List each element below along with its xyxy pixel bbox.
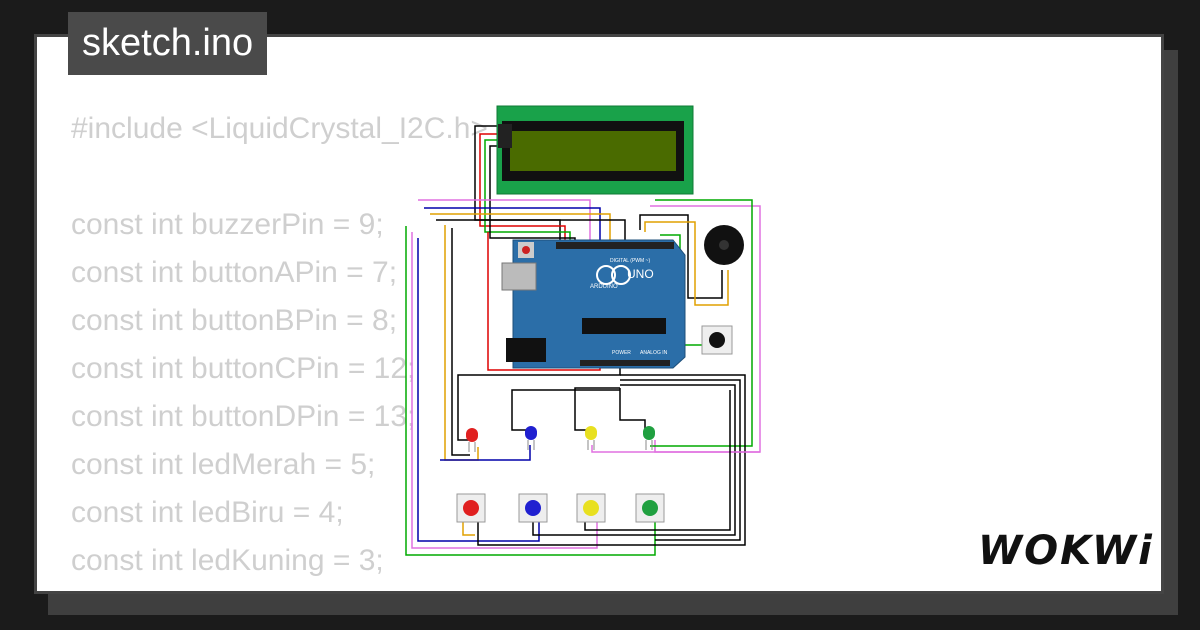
- wire-led-green-gnd: [619, 388, 646, 430]
- lcd-i2c-header: [498, 124, 512, 148]
- digital-label: DIGITAL (PWM ~): [610, 258, 650, 264]
- wire-lcd-sda: [484, 139, 571, 243]
- pushbutton-yellow: [576, 493, 606, 523]
- code-line: const int buttonBPin = 8;: [71, 304, 398, 337]
- arduino-logo-left: [596, 265, 616, 285]
- wokwi-logo[interactable]: WOKWi: [978, 528, 1154, 574]
- pushbutton-green-cap: [642, 500, 658, 516]
- wire-gnd-rail-1: [457, 360, 621, 441]
- power-analog-header: [580, 360, 670, 366]
- wire-pink: [418, 199, 591, 243]
- wire-pink-btn: [411, 232, 598, 549]
- code-line: const int buttonAPin = 7;: [71, 256, 398, 289]
- code-preview: #include <LiquidCrystal_I2C.h> const int…: [71, 105, 488, 591]
- wire-led-blue-gnd: [511, 389, 620, 431]
- wire-black: [436, 219, 626, 243]
- pushbutton-green: [635, 493, 665, 523]
- power-jack: [506, 338, 546, 362]
- arduino-uno: UNO ARDUINO DIGITAL (PWM ~) POWER ANALOG…: [501, 239, 686, 369]
- code-line: const int ledBiru = 4;: [71, 496, 344, 529]
- led-blue: [525, 426, 537, 450]
- wire-gnd-rail-2: [477, 374, 746, 546]
- atmega-chip: [582, 318, 666, 334]
- pushbutton-blue: [518, 493, 548, 523]
- analog-label: ANALOG IN: [640, 350, 668, 356]
- board-brand: UNO: [627, 267, 654, 281]
- pushbutton-yellow-cap: [583, 500, 599, 516]
- pushbutton-red-cap: [463, 500, 479, 516]
- wire-gnd-rail-3: [620, 379, 741, 541]
- wire-led-red-gnd: [451, 228, 470, 456]
- digital-header: [556, 242, 674, 249]
- wire-buzzer-sig: [644, 221, 729, 306]
- pushbutton-blue-cap: [525, 500, 541, 516]
- leds: [466, 426, 655, 452]
- wire-orange: [430, 213, 611, 243]
- board-maker: ARDUINO: [590, 284, 618, 290]
- code-line: const int ledMerah = 5;: [71, 448, 376, 481]
- wire-btn-yellow: [584, 390, 731, 531]
- lcd-screen: [510, 131, 676, 171]
- wire-green-btn: [405, 226, 656, 556]
- led-green-body: [643, 426, 655, 440]
- buzzer: [704, 225, 744, 265]
- led-yellow: [585, 426, 597, 450]
- pushbutton-small-cap: [709, 332, 725, 348]
- board-pcb: [512, 239, 686, 369]
- wire-led-blue: [440, 445, 531, 461]
- code-line: const int buttonCPin = 12;: [71, 352, 416, 385]
- led-blue-body: [525, 426, 537, 440]
- code-line: const int buttonDPin = 13;: [71, 400, 416, 433]
- wire-gnd-rail-4: [532, 384, 736, 536]
- wire-led-yellow: [591, 445, 760, 453]
- led-red-body: [466, 428, 478, 442]
- buzzer-hole: [719, 240, 729, 250]
- pushbutton-red: [456, 493, 486, 523]
- wire-led-yellow-gnd: [574, 387, 620, 431]
- sketch-tab[interactable]: sketch.ino: [68, 12, 268, 75]
- arduino-logo-right: [611, 265, 631, 285]
- usb-port: [501, 262, 537, 291]
- pushbuttons: [456, 493, 665, 523]
- wire-btn-red: [462, 520, 475, 536]
- reset-button: [522, 246, 530, 254]
- code-line: const int ledKuning = 3;: [71, 544, 384, 577]
- lcd-display: [496, 105, 694, 195]
- power-label: POWER: [612, 350, 631, 356]
- wire-blue: [424, 207, 601, 243]
- wire-green2: [650, 199, 753, 447]
- led-yellow-body: [585, 426, 597, 440]
- wire-led-red: [444, 225, 479, 461]
- code-line: #include <LiquidCrystal_I2C.h>: [71, 112, 488, 145]
- led-green: [643, 426, 655, 450]
- wire-buzzer-gnd: [639, 214, 723, 299]
- led-red: [466, 428, 478, 452]
- code-line: const int buzzerPin = 9;: [71, 208, 384, 241]
- pushbutton-small: [701, 325, 733, 355]
